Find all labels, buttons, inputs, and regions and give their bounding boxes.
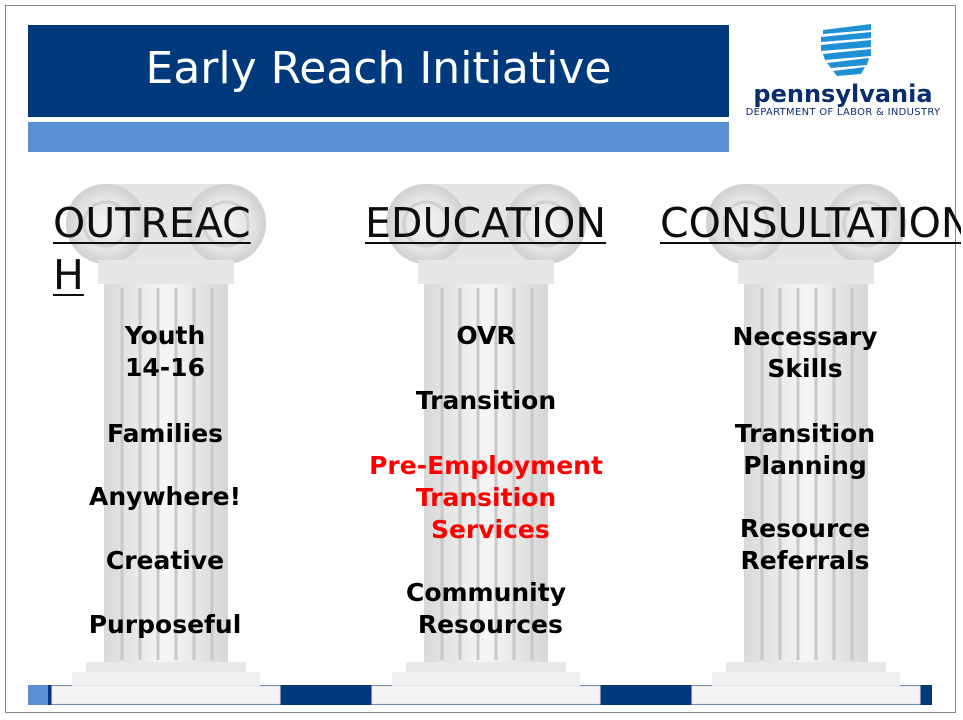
slide-frame bbox=[5, 5, 956, 713]
education-item-pre-employment: Pre-Employment Transition Services bbox=[369, 451, 603, 544]
outreach-item-creative: Creative bbox=[105, 546, 225, 575]
education-item-transition: Transition bbox=[415, 386, 557, 415]
logo-wordmark: pennsylvania bbox=[753, 80, 933, 108]
footer-accent bbox=[28, 685, 48, 705]
education-item-community-resources: Community Resources bbox=[405, 578, 567, 639]
outreach-item-purposeful: Purposeful bbox=[88, 610, 242, 639]
logo-department: DEPARTMENT OF LABOR & INDUSTRY bbox=[745, 107, 941, 118]
consultation-heading-clip: CONSULTATION bbox=[655, 190, 961, 250]
outreach-heading-line1: OUTREAC bbox=[53, 199, 251, 247]
slide-title: Early Reach Initiative bbox=[145, 42, 612, 94]
keystone-logo-icon bbox=[821, 24, 871, 76]
education-item-ovr: OVR bbox=[456, 321, 516, 350]
outreach-item-anywhere: Anywhere! bbox=[89, 482, 241, 511]
consultation-item-resource-referrals: Resource Referrals bbox=[739, 514, 871, 575]
consultation-heading: CONSULTATION bbox=[660, 199, 961, 247]
accent-bar bbox=[28, 122, 729, 152]
title-bar: Early Reach Initiative bbox=[28, 25, 729, 117]
outreach-heading-line2: H bbox=[53, 251, 84, 299]
education-heading: EDUCATION bbox=[365, 199, 607, 247]
outreach-item-youth: Youth 14-16 bbox=[124, 321, 206, 382]
pa-logo: pennsylvania DEPARTMENT OF LABOR & INDUS… bbox=[735, 22, 951, 126]
outreach-item-families: Families bbox=[106, 419, 224, 448]
consultation-item-transition-planning: Transition Planning bbox=[734, 419, 876, 480]
consultation-item-necessary-skills: Necessary Skills bbox=[732, 322, 878, 383]
